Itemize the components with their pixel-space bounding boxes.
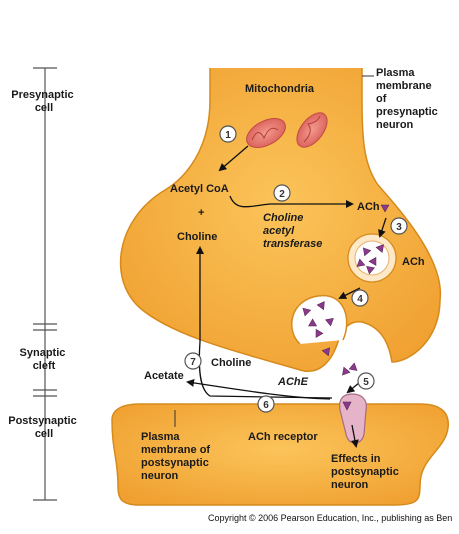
ach-molecule-icon <box>380 204 390 213</box>
fusing-vesicle-opening <box>291 295 348 345</box>
region-labels: Presynaptic cell Synaptic cleft Postsyna… <box>8 89 80 440</box>
ach-molecule-icon <box>375 244 384 253</box>
svg-text:2: 2 <box>279 189 285 200</box>
ache-label: AChE <box>277 376 309 388</box>
ach-molecule-icon <box>325 318 334 327</box>
step-6-marker: 6 <box>257 395 275 413</box>
step-5-marker: 5 <box>357 372 375 390</box>
enzyme-label: Choline acetyl transferase <box>263 212 322 250</box>
step-3-marker: 3 <box>390 217 408 235</box>
mitochondria-label: Mitochondria <box>245 83 315 95</box>
svg-text:1: 1 <box>225 130 231 141</box>
svg-text:6: 6 <box>263 400 269 411</box>
ach-molecule-icon <box>366 266 375 275</box>
arrow-mitochondria-to-acetylcoa <box>218 145 249 172</box>
svg-text:7: 7 <box>190 357 196 368</box>
svg-text:4: 4 <box>357 294 363 305</box>
presynaptic-cell-label: Presynaptic cell <box>11 89 76 114</box>
ach-molecule-icon <box>315 328 324 338</box>
copyright-notice: Copyright © 2006 Pearson Education, Inc.… <box>208 513 452 523</box>
plus-sign: + <box>198 207 204 219</box>
ach-molecule-icon <box>342 366 351 376</box>
ach-molecule-icon <box>316 301 325 311</box>
ach-label-vesicle: ACh <box>402 256 425 268</box>
ach-molecule-icon <box>368 256 377 266</box>
synaptic-vesicle <box>347 233 397 283</box>
ach-molecule-icon <box>356 258 366 267</box>
ach-molecule-icon <box>362 247 372 257</box>
arrow-vesicle-fusion <box>338 287 361 299</box>
mitochondria-icon <box>246 112 328 148</box>
presynaptic-membrane-label: Plasma membrane of presynaptic neuron <box>376 67 441 131</box>
arrow-to-acetate <box>186 378 331 400</box>
svg-text:3: 3 <box>396 222 402 233</box>
ach-receptor-label: ACh receptor <box>248 431 318 443</box>
ach-molecule-icon <box>348 362 358 371</box>
ach-molecule-icon <box>302 307 312 317</box>
pathway-arrows <box>186 145 387 448</box>
synaptic-cleft-label: Synaptic cleft <box>20 347 69 372</box>
choline-label-top: Choline <box>177 231 217 243</box>
postsynaptic-membrane-label: Plasma membrane of postsynaptic neuron <box>141 431 213 482</box>
arrow-synthesis <box>229 195 354 208</box>
step-4-marker: 4 <box>351 289 369 307</box>
ach-molecule-icon <box>321 347 331 357</box>
choline-label-cleft: Choline <box>211 357 251 369</box>
arrow-effects <box>350 424 359 448</box>
ach-molecule-icon <box>308 318 318 327</box>
svg-text:5: 5 <box>363 377 369 388</box>
region-scale-bar <box>33 67 57 501</box>
postsynaptic-cell-label: Postsynaptic cell <box>8 415 80 440</box>
step-2-marker: 2 <box>273 184 291 202</box>
arrow-into-vesicle <box>378 217 387 238</box>
step-7-marker: 7 <box>184 352 202 370</box>
step-markers: 1 2 3 4 5 6 7 <box>184 125 408 413</box>
step-1-marker: 1 <box>219 125 237 143</box>
effects-label: Effects in postsynaptic neuron <box>331 453 402 491</box>
ach-molecules <box>302 204 390 376</box>
ach-label-top: ACh <box>357 201 380 213</box>
arrow-choline-reuptake <box>196 246 333 399</box>
acetate-label: Acetate <box>144 370 184 382</box>
acetyl-coa-label: Acetyl CoA <box>170 183 229 195</box>
